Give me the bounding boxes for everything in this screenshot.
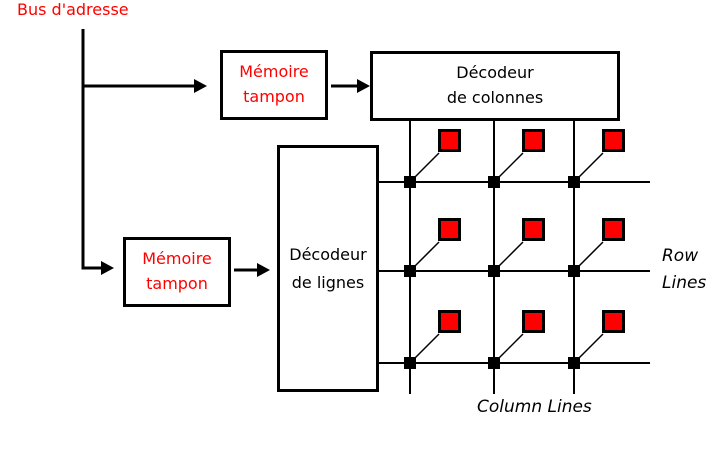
cell-tap-line xyxy=(576,241,604,269)
bus-address-label: Bus d'adresse xyxy=(17,0,129,19)
address-bus-line xyxy=(81,29,101,270)
memory-matrix xyxy=(379,121,650,394)
memory-cell xyxy=(602,129,625,152)
junction-dot xyxy=(404,357,416,369)
column-decoder-box: Décodeur de colonnes xyxy=(370,51,620,121)
memory-cell xyxy=(438,129,461,152)
cell-tap-line xyxy=(496,333,524,361)
memory-cell xyxy=(522,129,545,152)
memory-cell xyxy=(438,310,461,333)
junction-dot xyxy=(404,176,416,188)
arrowhead-to-buffer-bottom xyxy=(101,261,114,275)
junction-dot xyxy=(488,357,500,369)
arrowhead-to-buffer-top xyxy=(194,79,207,93)
cell-tap-line xyxy=(576,152,604,180)
memory-cell xyxy=(522,310,545,333)
cell-tap-line xyxy=(412,152,440,180)
memory-cell xyxy=(602,218,625,241)
cell-tap-line xyxy=(412,241,440,269)
cell-tap-line xyxy=(576,333,604,361)
arrowhead-to-row-decoder xyxy=(257,263,270,277)
junction-dot xyxy=(568,176,580,188)
memory-cell xyxy=(602,310,625,333)
cell-tap-line xyxy=(412,333,440,361)
row-lines-label: Row Lines xyxy=(662,246,707,293)
junction-dot xyxy=(568,265,580,277)
memory-cell xyxy=(522,218,545,241)
cell-tap-line xyxy=(496,241,524,269)
cell-tap-line xyxy=(496,152,524,180)
buffer-memory-bottom-box: Mémoire tampon xyxy=(123,237,231,307)
column-lines-label: Column Lines xyxy=(477,397,592,417)
row-decoder-box: Décodeur de lignes xyxy=(277,145,379,392)
memory-cell xyxy=(438,218,461,241)
junction-dot xyxy=(488,176,500,188)
buffer-memory-top-box: Mémoire tampon xyxy=(220,50,328,120)
arrowhead-to-column-decoder xyxy=(357,79,370,93)
junction-dot xyxy=(404,265,416,277)
junction-dot xyxy=(488,265,500,277)
junction-dot xyxy=(568,357,580,369)
